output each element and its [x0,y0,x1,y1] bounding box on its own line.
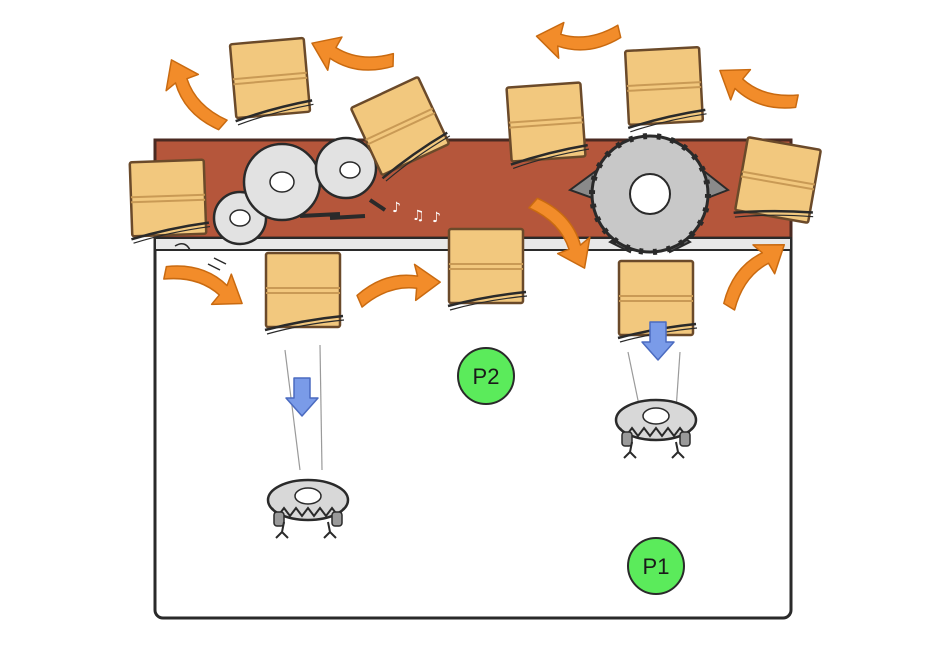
box-top-left [227,36,316,127]
flow-arrow-icon [304,25,398,92]
flow-arrow-icon [709,54,803,131]
p2-label: P2 [473,364,500,389]
box-bottom-center [446,227,529,312]
box-left [127,158,212,245]
box-right [731,135,827,232]
box-top-right [622,45,709,134]
circular-saw-icon [567,133,731,255]
svg-text:♪: ♪ [432,210,441,226]
svg-text:♪: ♪ [392,200,401,216]
p1-marker: P1 [627,537,685,595]
flow-arrow-icon [534,17,623,65]
box-bottom-left [263,251,346,336]
flow-arrow-icon [153,50,230,144]
drum-kit-icon [174,136,387,271]
p1-label: P1 [643,554,670,579]
box-top-center-right [504,80,592,170]
music-notes-icon: ♪ ♫ ♪ [392,200,441,226]
fall-trail [284,344,681,471]
svg-text:♫: ♫ [412,208,425,224]
p2-marker: P2 [457,347,515,405]
